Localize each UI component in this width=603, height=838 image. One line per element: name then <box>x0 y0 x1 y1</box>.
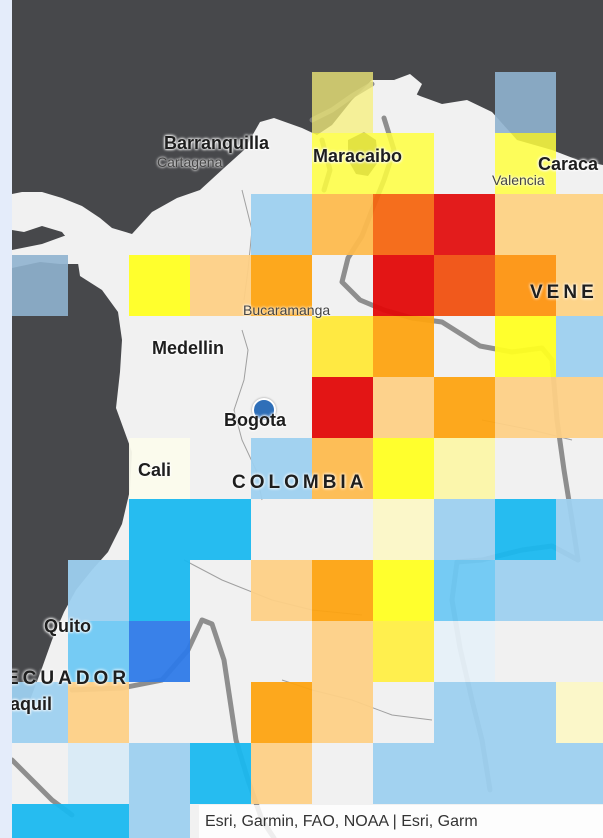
grid-cell[interactable] <box>495 316 556 377</box>
grid-cell[interactable] <box>68 743 129 804</box>
grid-cell[interactable] <box>434 743 495 804</box>
grid-cell[interactable] <box>556 743 603 804</box>
choropleth-grid[interactable] <box>12 72 603 838</box>
label-cartagena: Cartagena <box>157 154 223 170</box>
grid-cell[interactable] <box>434 255 495 316</box>
grid-cell[interactable] <box>495 743 556 804</box>
grid-cell[interactable] <box>190 499 251 560</box>
label-ecuador: ECUADOR <box>12 668 131 689</box>
grid-cell[interactable] <box>373 438 434 499</box>
grid-cell[interactable] <box>434 438 495 499</box>
grid-cell[interactable] <box>434 377 495 438</box>
grid-cell[interactable] <box>251 255 312 316</box>
label-venezuela: VENE <box>530 282 598 303</box>
grid-cell[interactable] <box>129 560 190 621</box>
grid-cell[interactable] <box>312 133 373 194</box>
map-view[interactable]: Barranquilla Cartagena Maracaibo Caraca … <box>12 0 603 838</box>
grid-cell[interactable] <box>312 377 373 438</box>
grid-cell[interactable] <box>251 682 312 743</box>
grid-cell[interactable] <box>12 682 68 743</box>
grid-cell[interactable] <box>495 133 556 194</box>
label-caracas: Caraca <box>538 154 599 174</box>
grid-cell[interactable] <box>373 499 434 560</box>
grid-cell[interactable] <box>434 682 495 743</box>
grid-cell[interactable] <box>556 682 603 743</box>
grid-cell[interactable] <box>434 621 495 682</box>
label-valencia: Valencia <box>492 172 545 188</box>
label-guayaquil: aquil <box>12 694 53 714</box>
grid-cell[interactable] <box>373 743 434 804</box>
paraguana-peninsula <box>394 74 422 98</box>
label-maracaibo: Maracaibo <box>313 146 403 166</box>
grid-cell[interactable] <box>495 377 556 438</box>
grid-cell[interactable] <box>495 194 556 255</box>
grid-cell[interactable] <box>312 72 373 133</box>
grid-cell[interactable] <box>129 438 190 499</box>
grid-cell[interactable] <box>556 499 603 560</box>
grid-cell[interactable] <box>373 621 434 682</box>
grid-cell[interactable] <box>434 560 495 621</box>
pacific-ocean <box>12 226 132 712</box>
capital-marker-bogota[interactable] <box>252 398 276 422</box>
grid-cell[interactable] <box>373 194 434 255</box>
grid-cell[interactable] <box>190 255 251 316</box>
grid-cell[interactable] <box>251 560 312 621</box>
basemap <box>12 0 603 838</box>
grid-cell[interactable] <box>312 194 373 255</box>
map-attribution: Esri, Garmin, FAO, NOAA | Esri, Garm <box>199 805 603 838</box>
grid-cell[interactable] <box>129 743 190 804</box>
grid-cell[interactable] <box>129 804 190 838</box>
grid-cell[interactable] <box>68 621 129 682</box>
grid-cell[interactable] <box>312 621 373 682</box>
grid-cell[interactable] <box>312 316 373 377</box>
grid-cell[interactable] <box>12 255 68 316</box>
grid-cell[interactable] <box>434 194 495 255</box>
grid-cell[interactable] <box>251 194 312 255</box>
grid-cell[interactable] <box>495 255 556 316</box>
grid-cell[interactable] <box>312 438 373 499</box>
grid-cell[interactable] <box>129 499 190 560</box>
label-bogota: Bogota <box>224 410 286 430</box>
grid-cell[interactable] <box>556 194 603 255</box>
grid-cell[interactable] <box>129 621 190 682</box>
grid-cell[interactable] <box>373 316 434 377</box>
grid-cell[interactable] <box>556 316 603 377</box>
grid-cell[interactable] <box>495 682 556 743</box>
grid-cell[interactable] <box>190 743 251 804</box>
grid-cell[interactable] <box>495 72 556 133</box>
label-cali: Cali <box>138 460 172 480</box>
grid-cell[interactable] <box>312 682 373 743</box>
grid-cell[interactable] <box>495 499 556 560</box>
grid-cell[interactable] <box>12 804 68 838</box>
grid-cell[interactable] <box>373 255 434 316</box>
label-medellin: Medellin <box>152 338 225 358</box>
label-colombia: COLOMBIA <box>232 472 368 493</box>
grid-cell[interactable] <box>68 682 129 743</box>
grid-cell[interactable] <box>373 377 434 438</box>
grid-cell[interactable] <box>434 499 495 560</box>
grid-cell[interactable] <box>373 133 434 194</box>
grid-cell[interactable] <box>129 255 190 316</box>
label-barranquilla: Barranquilla <box>164 133 270 153</box>
label-bucaramanga: Bucaramanga <box>243 302 331 318</box>
caribbean-sea <box>12 0 603 234</box>
grid-cell[interactable] <box>251 743 312 804</box>
grid-cell[interactable] <box>556 377 603 438</box>
grid-cell[interactable] <box>251 438 312 499</box>
grid-cell[interactable] <box>312 560 373 621</box>
grid-cell[interactable] <box>556 560 603 621</box>
grid-cell[interactable] <box>68 560 129 621</box>
grid-cell[interactable] <box>373 560 434 621</box>
label-quito: Quito <box>44 616 91 636</box>
grid-cell[interactable] <box>495 560 556 621</box>
grid-cell[interactable] <box>68 804 129 838</box>
grid-cell[interactable] <box>556 255 603 316</box>
